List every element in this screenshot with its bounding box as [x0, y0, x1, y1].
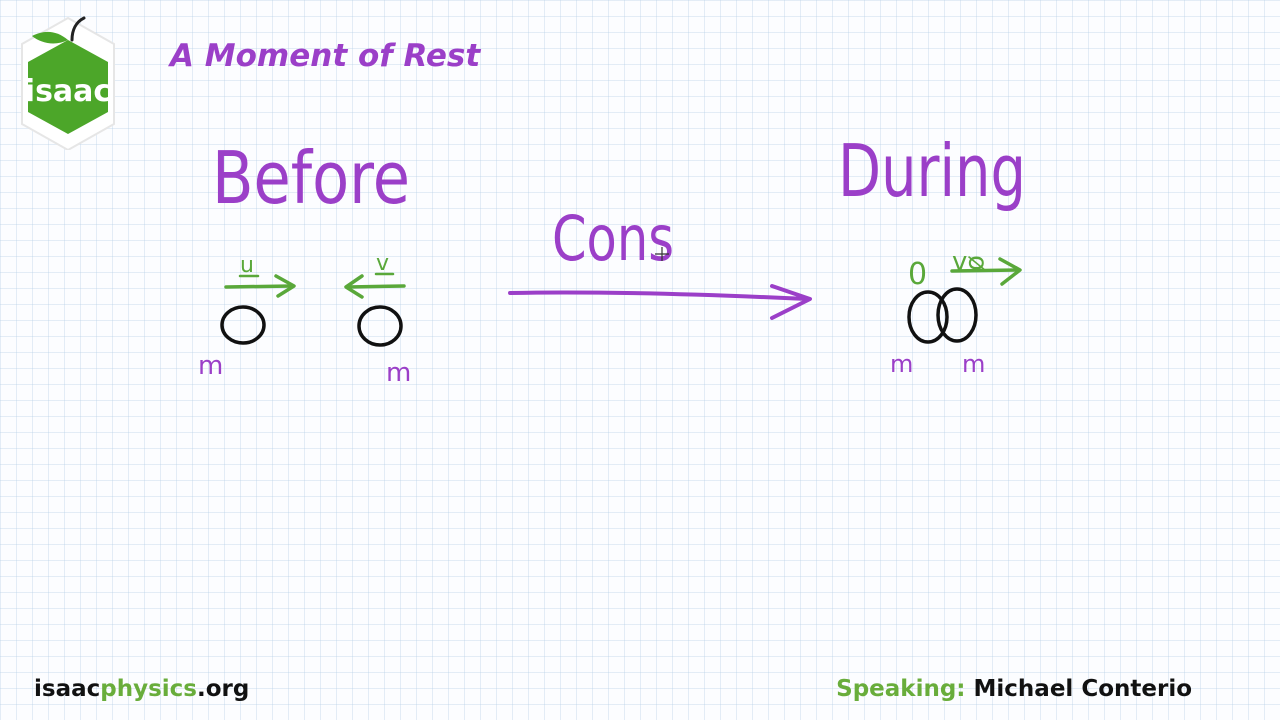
- speaker-credit: Speaking: Michael Conterio: [836, 676, 1192, 702]
- left-velocity-label: u: [240, 253, 254, 278]
- site-url[interactable]: isaacphysics.org: [34, 676, 249, 702]
- speaking-label: Speaking:: [836, 676, 966, 702]
- process-arrow-head: [770, 284, 812, 320]
- during-velocity-arrow-head: [998, 257, 1022, 286]
- stem-icon: [70, 16, 86, 42]
- during-label: During: [838, 129, 1026, 213]
- left-velocity-arrow-shaft: [224, 284, 294, 289]
- during-mass-left-label: m: [890, 350, 913, 378]
- right-velocity-label: v: [376, 251, 389, 276]
- arrow-label: Cons: [552, 202, 674, 275]
- right-velocity-arrow-head: [344, 274, 364, 299]
- page-title: A Moment of Rest: [170, 38, 481, 74]
- left-velocity-arrow-head: [274, 274, 296, 298]
- speaker-name: Michael Conterio: [973, 676, 1192, 702]
- before-label: Before: [212, 136, 410, 220]
- site-url-middle: physics: [100, 676, 197, 702]
- left-mass-label: m: [198, 351, 223, 381]
- right-velocity-arrow-shaft: [346, 284, 406, 289]
- during-velocity-arrow-shaft: [950, 268, 1020, 273]
- during-ball-right: [936, 287, 978, 343]
- right-mass-label: m: [386, 358, 411, 388]
- logo-text: isaac: [25, 74, 111, 109]
- isaac-logo: isaac: [21, 16, 115, 150]
- during-ball-left: [907, 290, 949, 344]
- process-arrow-shaft: [508, 290, 810, 301]
- site-url-suffix: .org: [196, 676, 250, 702]
- site-url-prefix: isaac: [34, 676, 101, 702]
- logo-hexagon: [28, 40, 108, 134]
- during-mass-right-label: m: [962, 350, 985, 378]
- pen-cursor-icon: [655, 247, 669, 261]
- during-zero-label: 0: [908, 257, 927, 292]
- left-ball: [220, 305, 266, 345]
- right-ball: [357, 305, 403, 347]
- leaf-icon: [32, 31, 68, 44]
